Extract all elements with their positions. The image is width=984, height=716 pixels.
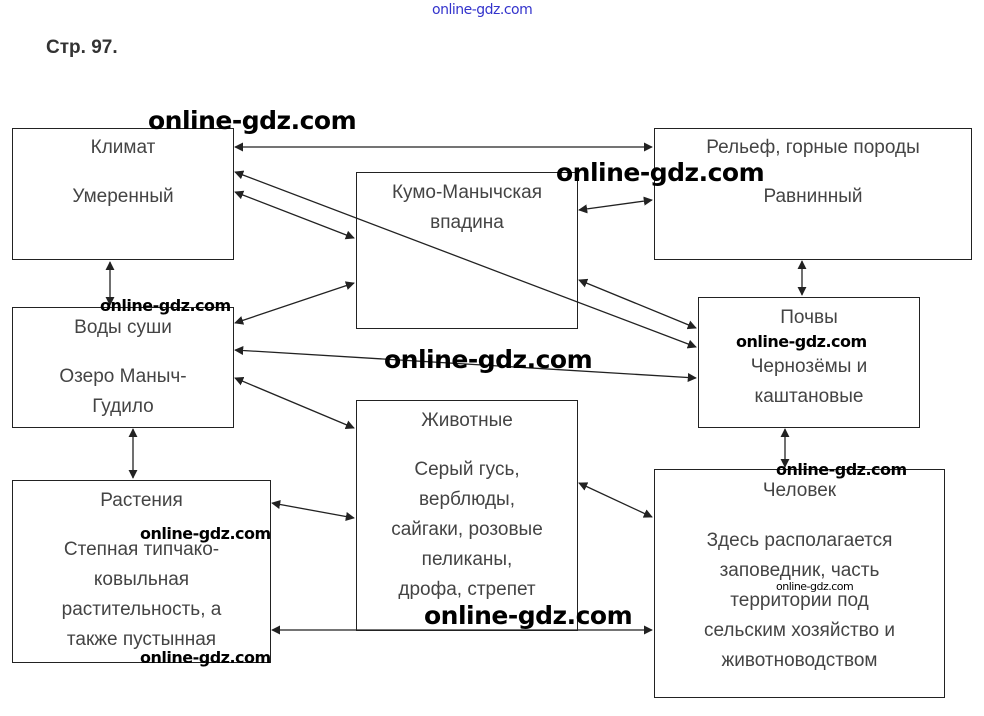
- box-text: Гудило: [92, 396, 154, 417]
- box-text: Равнинный: [763, 186, 863, 207]
- arrow-plants-animals: [271, 499, 355, 522]
- box-text: Озеро Маныч-: [59, 366, 187, 387]
- watermark: online-gdz.com: [140, 524, 271, 543]
- box-text: Серый гусь,: [414, 459, 520, 480]
- box-text: Чернозёмы и: [750, 356, 868, 377]
- box-climate: Климат Умеренный: [12, 128, 234, 260]
- watermark: online-gdz.com: [148, 106, 357, 135]
- box-text: ковыльная: [93, 569, 190, 590]
- box-title: Почвы: [780, 307, 838, 328]
- watermark: online-gdz.com: [384, 345, 593, 374]
- box-plants: Растения Степная типчако- ковыльная раст…: [12, 480, 271, 663]
- arrow-climate-soils: [234, 170, 697, 349]
- box-title: Рельеф, горные породы: [706, 137, 920, 158]
- box-text: растительность, а: [61, 599, 222, 620]
- box-text: территории под: [730, 590, 869, 611]
- box-title: Человек: [762, 480, 837, 501]
- box-human: Человек Здесь располагается заповедник, …: [654, 469, 945, 698]
- watermark: online-gdz.com: [424, 601, 633, 630]
- page-label: Стр. 97.: [46, 37, 118, 58]
- box-text: заповедник, часть: [719, 560, 880, 581]
- box-text: также пустынная: [66, 629, 217, 650]
- watermark: online-gdz.com: [432, 2, 533, 18]
- box-text: Умеренный: [72, 186, 174, 207]
- box-title: Растения: [100, 490, 183, 511]
- watermark: online-gdz.com: [100, 296, 231, 315]
- arrow-depression-soils: [578, 278, 697, 330]
- box-text: каштановые: [754, 386, 864, 407]
- box-text: Степная типчако-: [63, 539, 220, 560]
- box-text: пеликаны,: [421, 549, 513, 570]
- arrow-waters-animals: [234, 376, 355, 430]
- watermark: online-gdz.com: [556, 158, 765, 187]
- box-text: сельским хозяйство и: [704, 620, 895, 641]
- watermark: online-gdz.com: [736, 332, 867, 351]
- arrow-climate-depression: [234, 190, 355, 240]
- arrow-waters-depression: [234, 281, 355, 325]
- box-text: дрофа, стрепет: [398, 579, 536, 600]
- watermark: online-gdz.com: [140, 648, 271, 667]
- box-text: Здесь располагается: [706, 530, 893, 551]
- box-animals: Животные Серый гусь, верблюды, сайгаки, …: [356, 400, 578, 631]
- box-text: сайгаки, розовые: [391, 519, 543, 540]
- box-soils: Почвы Чернозёмы и каштановые: [698, 297, 920, 428]
- box-text: животноводством: [721, 650, 878, 671]
- box-waters: Воды суши Озеро Маныч- Гудило: [12, 307, 234, 428]
- watermark: online-gdz.com: [776, 580, 854, 593]
- box-title: Климат: [90, 137, 156, 158]
- box-title: Воды суши: [74, 317, 172, 338]
- watermark: online-gdz.com: [776, 460, 907, 479]
- arrow-depression-relief: [578, 196, 653, 214]
- box-relief: Рельеф, горные породы Равнинный: [654, 128, 972, 260]
- box-text: верблюды,: [419, 489, 515, 510]
- arrow-waters-soils: [234, 345, 697, 383]
- box-title: Животные: [421, 410, 513, 431]
- arrow-animals-human: [578, 482, 653, 518]
